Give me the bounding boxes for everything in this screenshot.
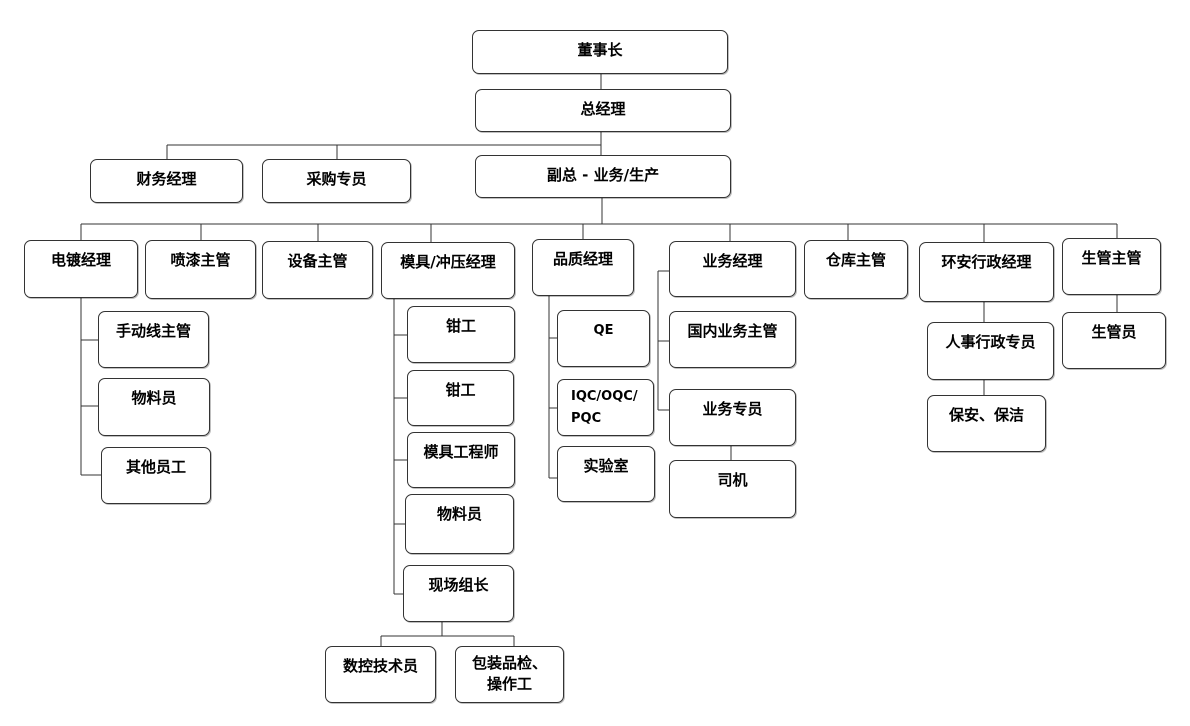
node-label: 钳工 — [445, 381, 476, 399]
node-label: 环安行政经理 — [941, 253, 1032, 271]
node-fitter-1: 钳工 — [407, 306, 515, 363]
node-label: 业务专员 — [702, 400, 763, 418]
node-label: 设备主管 — [287, 252, 348, 270]
node-label: IQC/OQC/ PQC — [571, 389, 638, 426]
node-label: 其他员工 — [125, 458, 186, 476]
node-label: 现场组长 — [428, 576, 489, 594]
node-label: 司机 — [717, 471, 748, 489]
node-label: 钳工 — [445, 317, 476, 335]
node-fitter-2: 钳工 — [407, 370, 514, 426]
node-label: 财务经理 — [136, 170, 197, 188]
node-finance-manager: 财务经理 — [90, 159, 243, 203]
node-label: 国内业务主管 — [687, 322, 778, 340]
node-label: 生管员 — [1091, 323, 1137, 341]
node-label: 保安、保洁 — [948, 406, 1024, 424]
node-label: 模具工程师 — [423, 443, 499, 461]
node-security-cleaning: 保安、保洁 — [927, 395, 1046, 452]
node-equipment-supervisor: 设备主管 — [262, 241, 373, 299]
node-label: 人事行政专员 — [945, 333, 1036, 351]
node-sales-manager: 业务经理 — [669, 241, 796, 297]
node-mold-material-clerk: 物料员 — [405, 494, 514, 554]
node-mold-stamping-manager: 模具/冲压经理 — [381, 242, 515, 299]
node-deputy-gm: 副总 - 业务/生产 — [475, 155, 731, 198]
node-label: 副总 - 业务/生产 — [546, 166, 660, 184]
node-label: 喷漆主管 — [170, 251, 231, 269]
node-other-staff: 其他员工 — [101, 447, 211, 504]
node-production-controller: 生管员 — [1062, 312, 1166, 369]
node-label: 电镀经理 — [50, 251, 111, 269]
node-hr-admin-specialist: 人事行政专员 — [927, 322, 1054, 380]
node-mold-engineer: 模具工程师 — [407, 432, 515, 488]
node-iqc-oqc-pqc: IQC/OQC/ PQC — [557, 379, 654, 436]
node-general-manager: 总经理 — [475, 89, 731, 132]
node-cnc-technician: 数控技术员 — [325, 646, 436, 703]
node-env-safety-admin-manager: 环安行政经理 — [919, 242, 1054, 302]
node-production-control-supervisor: 生管主管 — [1062, 238, 1161, 295]
node-warehouse-supervisor: 仓库主管 — [804, 240, 908, 299]
node-label: 采购专员 — [306, 170, 367, 188]
node-painting-supervisor: 喷漆主管 — [145, 240, 256, 299]
node-laboratory: 实验室 — [557, 446, 655, 502]
node-sales-specialist: 业务专员 — [669, 389, 796, 446]
node-label: QE — [593, 323, 614, 338]
node-qe: QE — [557, 310, 650, 367]
node-domestic-sales-supervisor: 国内业务主管 — [669, 311, 796, 368]
node-label: 物料员 — [436, 505, 482, 523]
node-quality-manager: 品质经理 — [532, 239, 634, 296]
node-label: 业务经理 — [702, 252, 763, 270]
node-label: 生管主管 — [1081, 249, 1142, 267]
node-site-team-leader: 现场组长 — [403, 565, 514, 622]
node-label: 董事长 — [577, 41, 623, 59]
node-label: 包装品检、 操作工 — [471, 654, 547, 693]
node-label: 数控技术员 — [342, 657, 418, 675]
node-label: 品质经理 — [552, 250, 613, 268]
node-label: 总经理 — [580, 100, 626, 118]
node-driver: 司机 — [669, 460, 796, 518]
node-chairman: 董事长 — [472, 30, 728, 74]
node-manual-line-supervisor: 手动线主管 — [98, 311, 209, 368]
node-packing-inspection-operator: 包装品检、 操作工 — [455, 646, 564, 703]
node-purchasing-specialist: 采购专员 — [262, 159, 411, 203]
node-label: 物料员 — [131, 389, 177, 407]
node-label: 实验室 — [583, 457, 629, 475]
node-label: 仓库主管 — [825, 251, 886, 269]
node-plating-material-clerk: 物料员 — [98, 378, 210, 436]
node-label: 模具/冲压经理 — [400, 253, 496, 271]
node-plating-manager: 电镀经理 — [24, 240, 138, 298]
node-label: 手动线主管 — [115, 322, 191, 340]
